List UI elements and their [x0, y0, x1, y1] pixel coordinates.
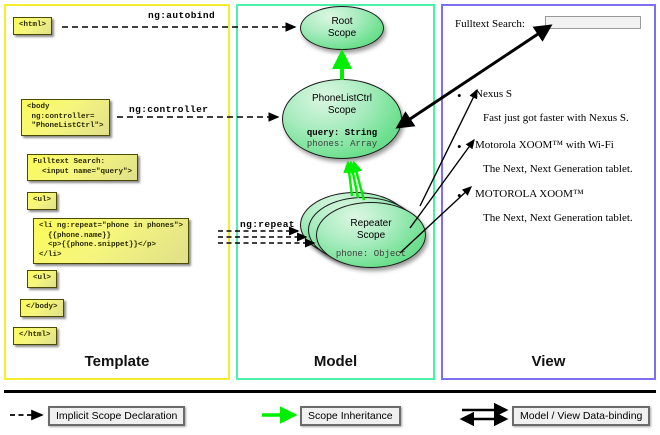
scope-root-title-1: Root	[331, 16, 353, 27]
list-bullet-icon: •	[457, 188, 462, 203]
column-label-template: Template	[84, 353, 150, 370]
scope-repeater-title-1: Repeater	[350, 218, 392, 229]
scope-prop-phone: phone: Object	[335, 249, 407, 259]
view-pane: Fulltext Search: • Nexus S Fast just got…	[449, 10, 649, 370]
view-search-label: Fulltext Search:	[455, 18, 525, 30]
scope-prop-phones: phones: Array	[306, 139, 378, 149]
legend-divider	[4, 390, 656, 393]
view-item-snippet: The Next, Next Generation tablet.	[483, 212, 633, 224]
code-box-ul-close: <ul>	[27, 270, 58, 288]
code-box-ul-open: <ul>	[27, 192, 58, 210]
arrow-label-ng-autobind: ng:autobind	[148, 10, 216, 21]
scope-repeater: Repeater Scope phone: Object	[316, 202, 426, 268]
scope-phonelistctrl-title-1: PhoneListCtrl	[311, 93, 373, 104]
code-box-body-open: <body ng:controller= "PhoneListCtrl">	[21, 99, 110, 136]
code-box-fulltext-search: Fulltext Search: <input name="query">	[27, 154, 139, 181]
scope-prop-query: query: String	[306, 128, 378, 138]
scope-root: Root Scope	[300, 6, 384, 50]
code-box-li-repeat: <li ng:repeat="phone in phones"> {{phone…	[33, 218, 190, 264]
view-item-title: Motorola XOOM™ with Wi-Fi	[475, 139, 614, 151]
scope-phonelistctrl-title-2: Scope	[327, 104, 357, 116]
scope-phonelistctrl: PhoneListCtrl Scope query: String phones…	[282, 79, 402, 159]
code-box-body-close: </body>	[20, 299, 64, 317]
code-box-html-close: </html>	[13, 327, 57, 345]
scope-root-title-2: Scope	[327, 27, 357, 39]
arrow-label-ng-controller: ng:controller	[129, 104, 209, 115]
scope-repeater-title-2: Scope	[356, 229, 386, 241]
column-label-model: Model	[313, 353, 358, 370]
view-item-title: Nexus S	[475, 88, 512, 100]
list-bullet-icon: •	[457, 139, 462, 154]
legend-label-model-view-data-binding: Model / View Data-binding	[512, 406, 651, 426]
code-box-html-open: <html>	[13, 17, 53, 35]
column-label-view: View	[531, 353, 566, 370]
view-item-snippet: Fast just got faster with Nexus S.	[483, 112, 629, 124]
legend-label-implicit-scope-declaration: Implicit Scope Declaration	[48, 406, 186, 426]
legend-icon-double-arrow	[459, 402, 509, 427]
view-item-title: MOTOROLA XOOM™	[475, 188, 584, 200]
legend-label-scope-inheritance: Scope Inheritance	[300, 406, 401, 426]
list-bullet-icon: •	[457, 88, 462, 103]
search-input[interactable]	[545, 16, 641, 29]
view-item-snippet: The Next, Next Generation tablet.	[483, 163, 633, 175]
column-model: Model	[236, 4, 435, 380]
arrow-label-ng-repeat: ng:repeat	[240, 219, 295, 230]
